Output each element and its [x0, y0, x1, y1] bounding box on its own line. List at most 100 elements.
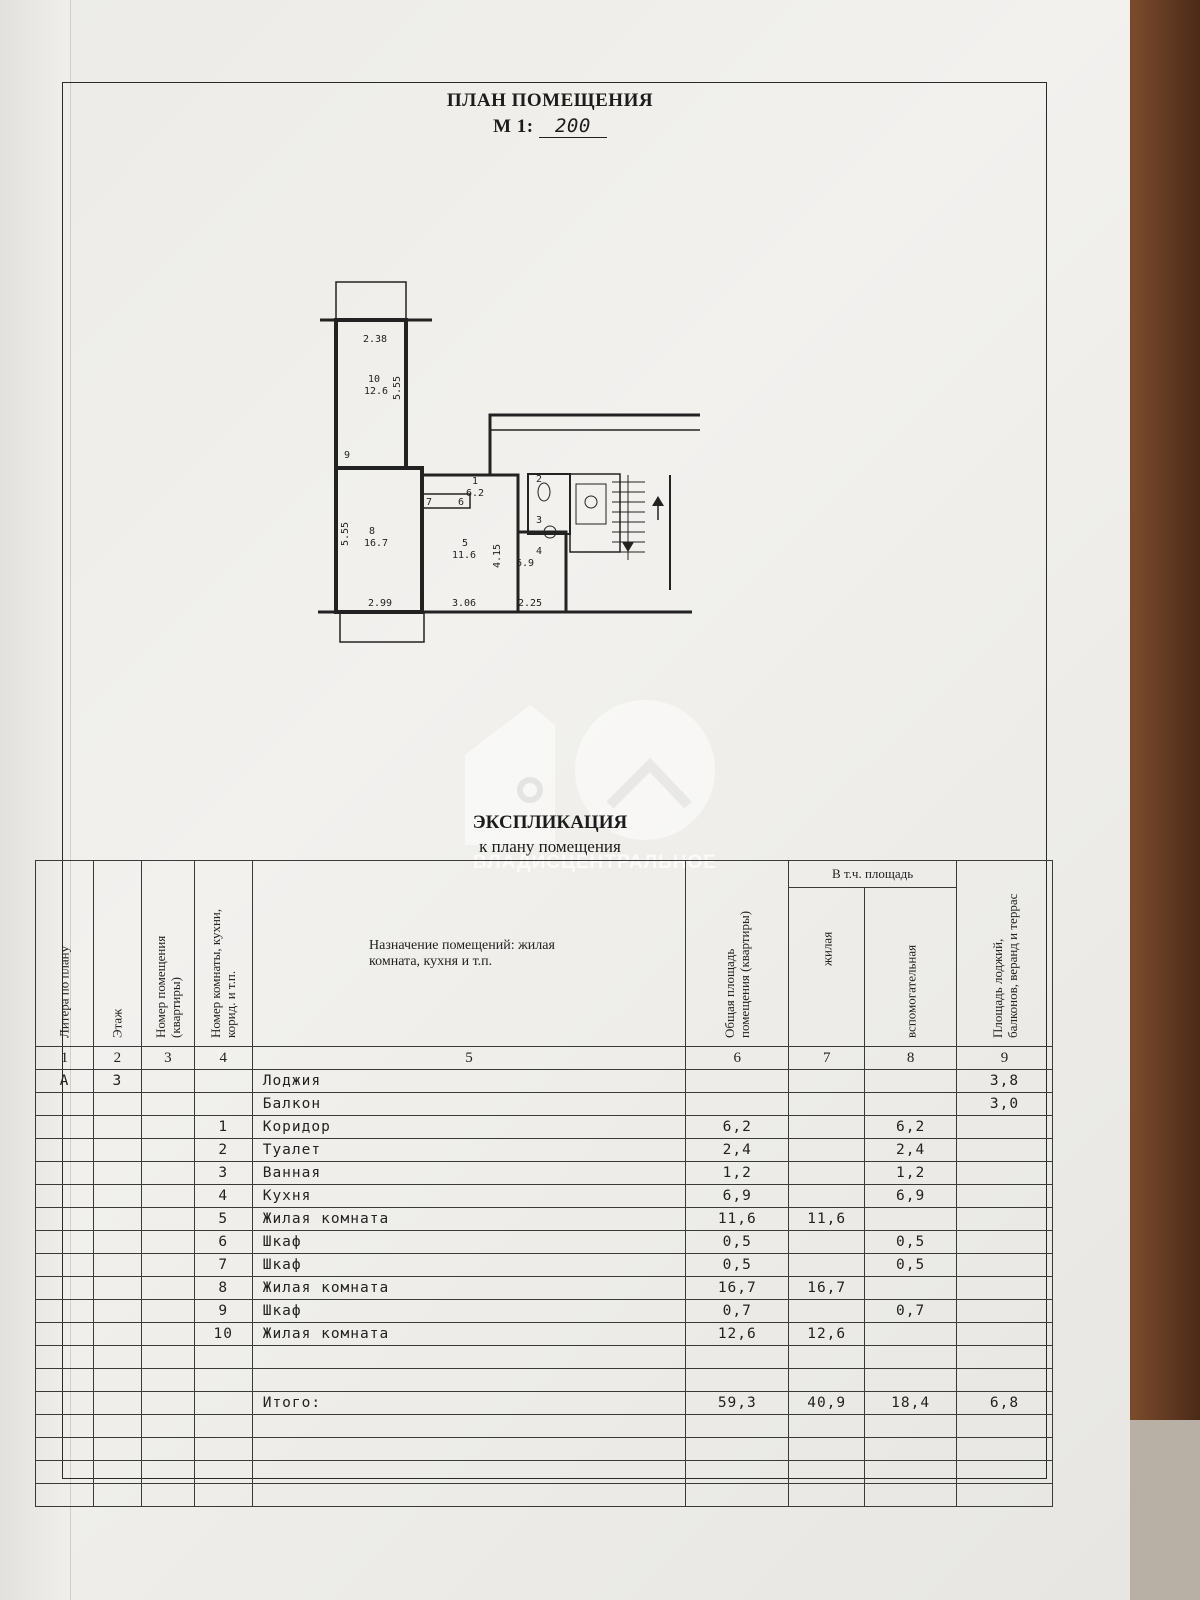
cell-room: 4	[193, 1184, 253, 1208]
cell-name	[251, 1483, 687, 1507]
cell-aux: 1,2	[864, 1161, 958, 1185]
cell-living	[788, 1253, 866, 1277]
cell-name: Коридор	[251, 1115, 687, 1139]
cell-total: 12,6	[685, 1322, 790, 1346]
cell-lit	[35, 1437, 94, 1461]
cell-living	[788, 1460, 866, 1484]
cell-floor	[92, 1483, 142, 1507]
cell-room	[193, 1069, 253, 1093]
cell-name: Шкаф	[251, 1230, 687, 1254]
cell-loggia	[956, 1322, 1053, 1346]
room-10-number: 10	[368, 374, 380, 385]
cell-room	[193, 1460, 253, 1484]
cell-total	[685, 1460, 790, 1484]
explication-title: ЭКСПЛИКАЦИЯ	[472, 812, 628, 833]
cell-total: 1,2	[685, 1161, 790, 1185]
cell-apt	[140, 1414, 195, 1438]
cell-lit	[35, 1184, 94, 1208]
dim-bottom-2: 3.06	[452, 598, 476, 609]
cell-floor	[92, 1345, 142, 1369]
header-auxiliary: вспомогательная	[864, 887, 958, 1047]
header-floor: Этаж	[92, 860, 142, 1047]
cell-name: Кухня	[251, 1184, 687, 1208]
cell-aux: 2,4	[864, 1138, 958, 1162]
cell-room	[193, 1391, 253, 1415]
cell-name	[251, 1368, 687, 1392]
cell-apt	[140, 1138, 195, 1162]
explication-table: Литера по плану Этаж Номер помещения (кв…	[35, 860, 1053, 1507]
table-row	[35, 1414, 1053, 1438]
cell-living	[788, 1138, 866, 1162]
header-purpose: Назначение помещений: жилая комната, кух…	[251, 860, 687, 1047]
cell-floor	[92, 1299, 142, 1323]
cell-apt	[140, 1345, 195, 1369]
cell-apt	[140, 1092, 195, 1116]
cell-name: Ванная	[251, 1161, 687, 1185]
cell-loggia	[956, 1138, 1053, 1162]
plan-scale: М 1: 200	[0, 115, 1100, 138]
plan-title: ПЛАН ПОМЕЩЕНИЯ	[446, 90, 654, 111]
cell-name	[251, 1345, 687, 1369]
cell-room	[193, 1345, 253, 1369]
cell-aux	[864, 1368, 958, 1392]
cell-lit	[35, 1299, 94, 1323]
cell-lit	[35, 1483, 94, 1507]
table-row	[35, 1460, 1053, 1484]
cell-aux: 0,7	[864, 1299, 958, 1323]
dim-bottom-1: 2.99	[368, 598, 392, 609]
cell-total	[685, 1483, 790, 1507]
cell-floor	[92, 1368, 142, 1392]
cell-room: 3	[193, 1161, 253, 1185]
cell-total: 0,5	[685, 1253, 790, 1277]
cell-room	[193, 1437, 253, 1461]
room-1-area: 6.2	[466, 488, 484, 499]
cell-loggia	[956, 1115, 1053, 1139]
cell-loggia	[956, 1345, 1053, 1369]
cell-living	[788, 1345, 866, 1369]
cell-lit	[35, 1391, 94, 1415]
cell-lit	[35, 1230, 94, 1254]
header-living: жилая	[788, 887, 866, 1047]
dim-room5-height: 4.15	[492, 544, 503, 568]
cell-name: Шкаф	[251, 1299, 687, 1323]
table-row	[35, 1483, 1053, 1507]
dim-room8-height: 5.55	[340, 522, 351, 546]
header-total-area: Общая площадь помещения (квартиры)	[685, 860, 790, 1047]
cell-aux	[864, 1069, 958, 1093]
cell-name: Туалет	[251, 1138, 687, 1162]
cell-room	[193, 1368, 253, 1392]
room-1-number: 1	[472, 476, 478, 487]
cell-name: Шкаф	[251, 1253, 687, 1277]
scale-value: 200	[538, 115, 607, 138]
cell-lit	[35, 1322, 94, 1346]
cell-living	[788, 1184, 866, 1208]
dim-top-width: 2.38	[363, 334, 387, 345]
cell-floor	[92, 1437, 142, 1461]
room-8-number: 8	[369, 526, 375, 537]
cell-lit: А	[35, 1069, 94, 1093]
cell-room	[193, 1092, 253, 1116]
cell-apt	[140, 1437, 195, 1461]
cell-apt	[140, 1391, 195, 1415]
cell-loggia	[956, 1483, 1053, 1507]
cell-apt	[140, 1460, 195, 1484]
document-page: ПЛАН ПОМЕЩЕНИЯ М 1: 200	[0, 0, 1130, 1600]
cell-floor	[92, 1414, 142, 1438]
cell-floor	[92, 1253, 142, 1277]
cell-aux: 0,5	[864, 1253, 958, 1277]
cell-apt	[140, 1276, 195, 1300]
explication-subtitle: к плану помещения	[479, 837, 621, 856]
cell-lit	[35, 1138, 94, 1162]
cell-total	[685, 1345, 790, 1369]
column-numbers-row: 1 2 3 4 5 6 7 8 9	[35, 1046, 1053, 1070]
cell-lit	[35, 1092, 94, 1116]
cell-name: Жилая комната	[251, 1322, 687, 1346]
